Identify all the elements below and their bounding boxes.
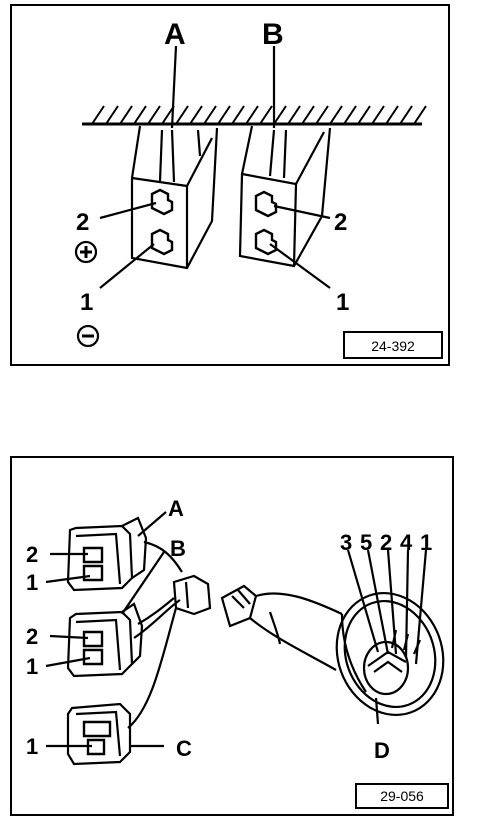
- label-connector-d-bottom: D: [374, 738, 390, 763]
- connector-c-bottom: [66, 607, 178, 766]
- leader-lines-top: [99, 45, 331, 289]
- terminal-b2-bottom: [82, 630, 104, 648]
- connector-diagram-top: A B 2 1 2 1 24-392: [74, 18, 443, 359]
- label-connector-c-bottom: C: [176, 736, 192, 761]
- figure-code-bottom: 29-056: [380, 788, 424, 804]
- hatch-mark: [119, 105, 133, 125]
- terminal-a1-bottom: [82, 564, 104, 582]
- mounting-surface: [82, 105, 427, 126]
- label-b-pin2-bottom: 2: [26, 624, 38, 649]
- hatch-mark: [175, 105, 189, 125]
- label-connector-a: A: [164, 18, 186, 51]
- terminal-b1: [254, 228, 278, 256]
- terminal-b2: [254, 190, 278, 218]
- hatch-mark: [245, 105, 259, 125]
- hatch-mark: [301, 105, 315, 125]
- label-pump-terminal-3: 3: [340, 530, 352, 555]
- label-connector-b-bottom: B: [170, 536, 186, 561]
- hatch-mark: [385, 105, 399, 125]
- hatch-mark: [231, 105, 245, 125]
- minus-icon: [76, 324, 100, 348]
- hatch-mark: [329, 105, 343, 125]
- label-pump-terminal-5: 5: [360, 530, 372, 555]
- terminal-b1-bottom: [82, 648, 104, 666]
- figure-code-box-bottom: [355, 783, 449, 809]
- hatch-mark: [105, 105, 119, 125]
- label-b-pin2: 2: [334, 209, 347, 236]
- plus-icon: [74, 240, 98, 264]
- label-c-pin1-bottom: 1: [26, 734, 38, 759]
- label-pump-terminal-1: 1: [420, 530, 432, 555]
- label-a-pin1-bottom: 1: [26, 570, 38, 595]
- connector-a: [130, 125, 219, 270]
- hatch-mark: [189, 105, 203, 125]
- label-a-pin2-bottom: 2: [26, 542, 38, 567]
- junction-plug: [172, 574, 212, 616]
- hatch-mark: [371, 105, 385, 125]
- diagram-panel-bottom: A B C D 2 1 2 1 1 3 5 2 4 1 29-056: [10, 456, 454, 816]
- hatch-mark: [91, 105, 105, 125]
- label-a-pin2: 2: [76, 209, 89, 236]
- hatch-mark: [203, 105, 217, 125]
- leader-lines-bottom: [45, 511, 428, 748]
- label-a-pin1: 1: [80, 289, 93, 316]
- hatch-mark: [357, 105, 371, 125]
- label-b-pin1: 1: [336, 289, 349, 316]
- connector-b: [238, 125, 332, 268]
- figure-code-top: 24-392: [371, 338, 415, 354]
- hatch-mark: [273, 105, 287, 125]
- hatch-mark: [399, 105, 413, 125]
- hatch-mark: [287, 105, 301, 125]
- terminal-c-top: [82, 720, 112, 738]
- label-pump-terminal-4: 4: [400, 530, 413, 555]
- hatch-mark: [217, 105, 231, 125]
- fuel-pump: [220, 584, 445, 717]
- connector-diagram-bottom: A B C D 2 1 2 1 1 3 5 2 4 1 29-056: [26, 496, 449, 809]
- hatch-mark: [413, 105, 427, 125]
- hatch-mark: [343, 105, 357, 125]
- hatch-mark: [259, 105, 273, 125]
- connector-b-bottom: [66, 597, 181, 678]
- label-connector-a-bottom: A: [168, 496, 184, 521]
- terminal-c1-bottom: [86, 738, 106, 756]
- pump-outlet: [220, 584, 258, 628]
- figure-code-box: [343, 331, 443, 359]
- hatch-mark: [315, 105, 329, 125]
- label-connector-b: B: [262, 18, 284, 51]
- hatch-mark: [133, 105, 147, 125]
- hatch-mark: [147, 105, 161, 125]
- terminal-a2: [150, 188, 174, 216]
- label-b-pin1-bottom: 1: [26, 654, 38, 679]
- terminal-a1: [150, 228, 174, 256]
- terminal-a2-bottom: [82, 546, 104, 564]
- diagram-panel-top: A B 2 1 2 1 24-392: [10, 4, 450, 366]
- label-pump-terminal-2: 2: [380, 530, 392, 555]
